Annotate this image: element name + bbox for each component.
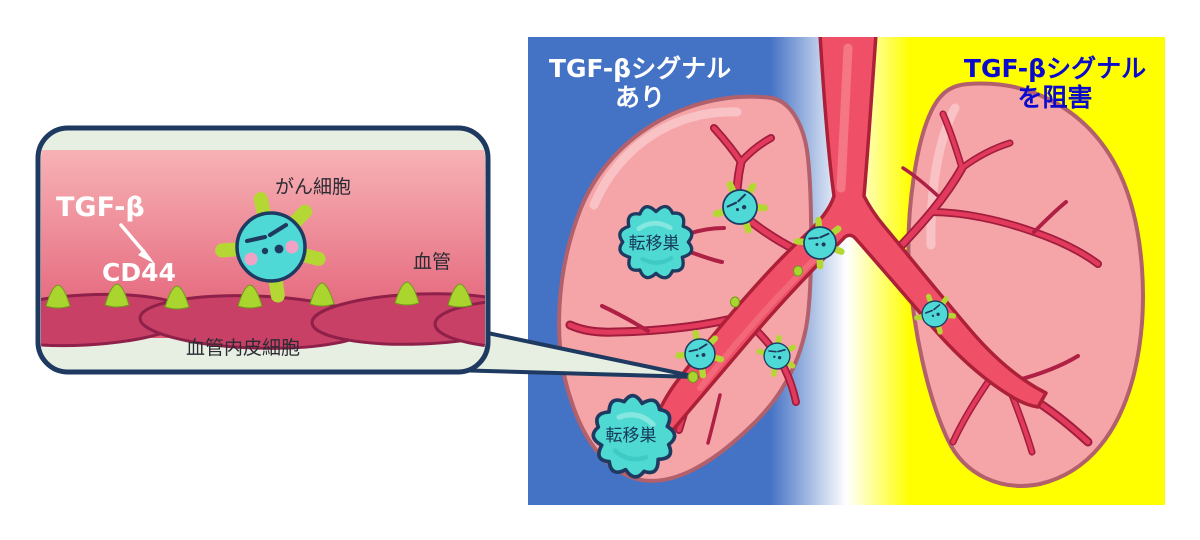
cd44-specks bbox=[730, 265, 803, 308]
metastasis-label-upper: 転移巣 bbox=[629, 234, 680, 254]
endothelium-label: 血管内皮細胞 bbox=[186, 337, 300, 359]
right-condition-title-line1: TGF-βシグナル bbox=[964, 54, 1146, 83]
trachea-highlight bbox=[836, 43, 853, 193]
blush-left bbox=[244, 252, 258, 266]
right-condition-title-line2: を阻害 bbox=[1017, 83, 1092, 112]
branch-highlight bbox=[697, 249, 825, 391]
left-condition-title-line1: TGF-βシグナル bbox=[549, 54, 731, 83]
trachea-vessel bbox=[650, 37, 1048, 440]
tgf-beta-arrow bbox=[119, 223, 155, 264]
left-condition-title-line2: あり bbox=[615, 83, 665, 112]
right-lung-highlight bbox=[926, 103, 960, 250]
comparison-panel: TGF-βシグナル あり TGF-βシグナル を阻害 転移巣 転移巣 bbox=[528, 37, 1165, 505]
metastasis-label-lower: 転移巣 bbox=[606, 426, 657, 446]
vessel-label: 血管 bbox=[413, 251, 451, 273]
cd44-speck-target bbox=[687, 371, 699, 383]
endothelial-cells bbox=[41, 292, 485, 350]
tgf-beta-label: TGF-β bbox=[56, 192, 145, 223]
cancer-cell-main bbox=[215, 191, 327, 304]
left-lung-highlight bbox=[589, 107, 742, 210]
blush-right bbox=[285, 240, 299, 254]
right-lung bbox=[906, 81, 1145, 488]
cancer-cell-label: がん細胞 bbox=[275, 176, 351, 198]
cd44-label: CD44 bbox=[102, 258, 176, 287]
inset-callout: TGF-β CD44 がん細胞 血管 血管内皮細胞 bbox=[35, 125, 491, 375]
cd44-receptors bbox=[45, 281, 473, 310]
